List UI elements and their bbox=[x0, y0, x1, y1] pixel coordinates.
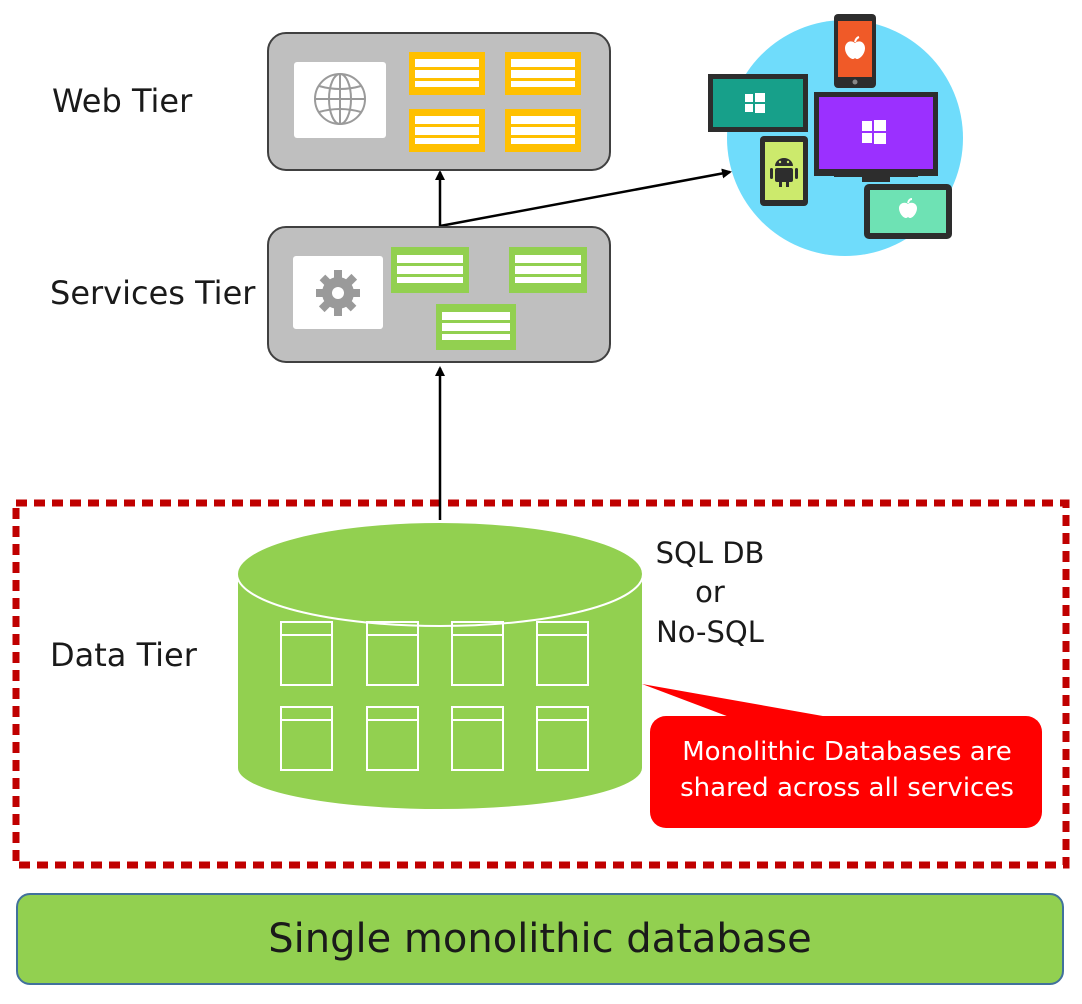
android-tablet-icon bbox=[760, 136, 808, 206]
globe-icon bbox=[314, 73, 366, 125]
windows-monitor-icon bbox=[708, 74, 808, 132]
callout-line-2: shared across all services bbox=[680, 773, 1014, 803]
services-tier-label: Services Tier bbox=[50, 274, 256, 312]
db-type-line-3: No-SQL bbox=[656, 615, 764, 649]
web-component bbox=[409, 109, 485, 152]
ios-tablet-icon bbox=[864, 184, 952, 239]
web-tier-box bbox=[267, 32, 611, 171]
summary-banner: Single monolithic database bbox=[16, 893, 1064, 985]
arrow-services-to-clients bbox=[439, 168, 732, 228]
web-component bbox=[505, 109, 581, 152]
web-component bbox=[409, 52, 485, 95]
db-type-line-1: SQL DB bbox=[655, 536, 765, 570]
data-tier-label: Data Tier bbox=[50, 636, 197, 674]
services-tier-box bbox=[267, 226, 611, 363]
web-component bbox=[505, 52, 581, 95]
ios-phone-icon bbox=[834, 14, 876, 88]
data-tier-boundary bbox=[12, 499, 1070, 869]
callout-line-1: Monolithic Databases are bbox=[682, 737, 1012, 767]
gear-icon bbox=[316, 270, 360, 316]
db-type-line-2: or bbox=[695, 575, 725, 609]
db-table-grid bbox=[280, 621, 589, 771]
service-component bbox=[436, 304, 516, 350]
summary-banner-text: Single monolithic database bbox=[268, 916, 812, 962]
database-cylinder bbox=[236, 521, 644, 811]
web-tier-label: Web Tier bbox=[52, 82, 193, 120]
callout-bubble bbox=[642, 684, 1042, 828]
windows-desktop-icon bbox=[814, 92, 938, 182]
callout-text: Monolithic Databases are shared across a… bbox=[652, 734, 1042, 806]
client-devices bbox=[708, 14, 963, 256]
service-component bbox=[391, 247, 469, 293]
service-component bbox=[509, 247, 587, 293]
